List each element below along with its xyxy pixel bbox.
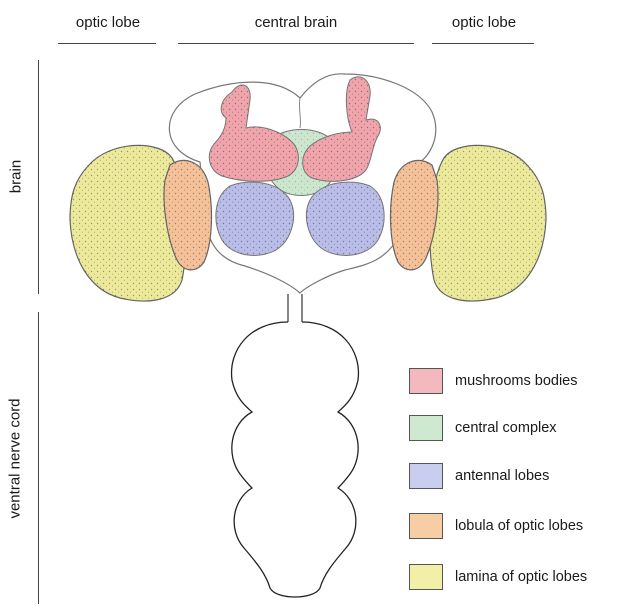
ventral-nerve-cord-outline [232, 322, 359, 597]
legend-swatch-lamina [409, 564, 443, 590]
legend-label: central complex [455, 420, 557, 436]
legend-swatch-central-complex [409, 415, 443, 441]
legend-swatch-mushroom-bodies [409, 368, 443, 394]
legend-label: mushrooms bodies [455, 373, 578, 389]
legend-label: lamina of optic lobes [455, 569, 587, 585]
legend-item-mushroom-bodies: mushrooms bodies [409, 366, 578, 396]
legend-item-lamina: lamina of optic lobes [409, 562, 587, 592]
legend-swatch-antennal-lobes [409, 463, 443, 489]
cervical-connective [288, 294, 302, 322]
legend-swatch-lobula [409, 513, 443, 539]
legend-item-antennal-lobes: antennal lobes [409, 461, 549, 491]
legend-item-central-complex: central complex [409, 413, 557, 443]
legend-label: lobula of optic lobes [455, 518, 583, 534]
legend-label: antennal lobes [455, 468, 549, 484]
legend-item-lobula: lobula of optic lobes [409, 511, 583, 541]
